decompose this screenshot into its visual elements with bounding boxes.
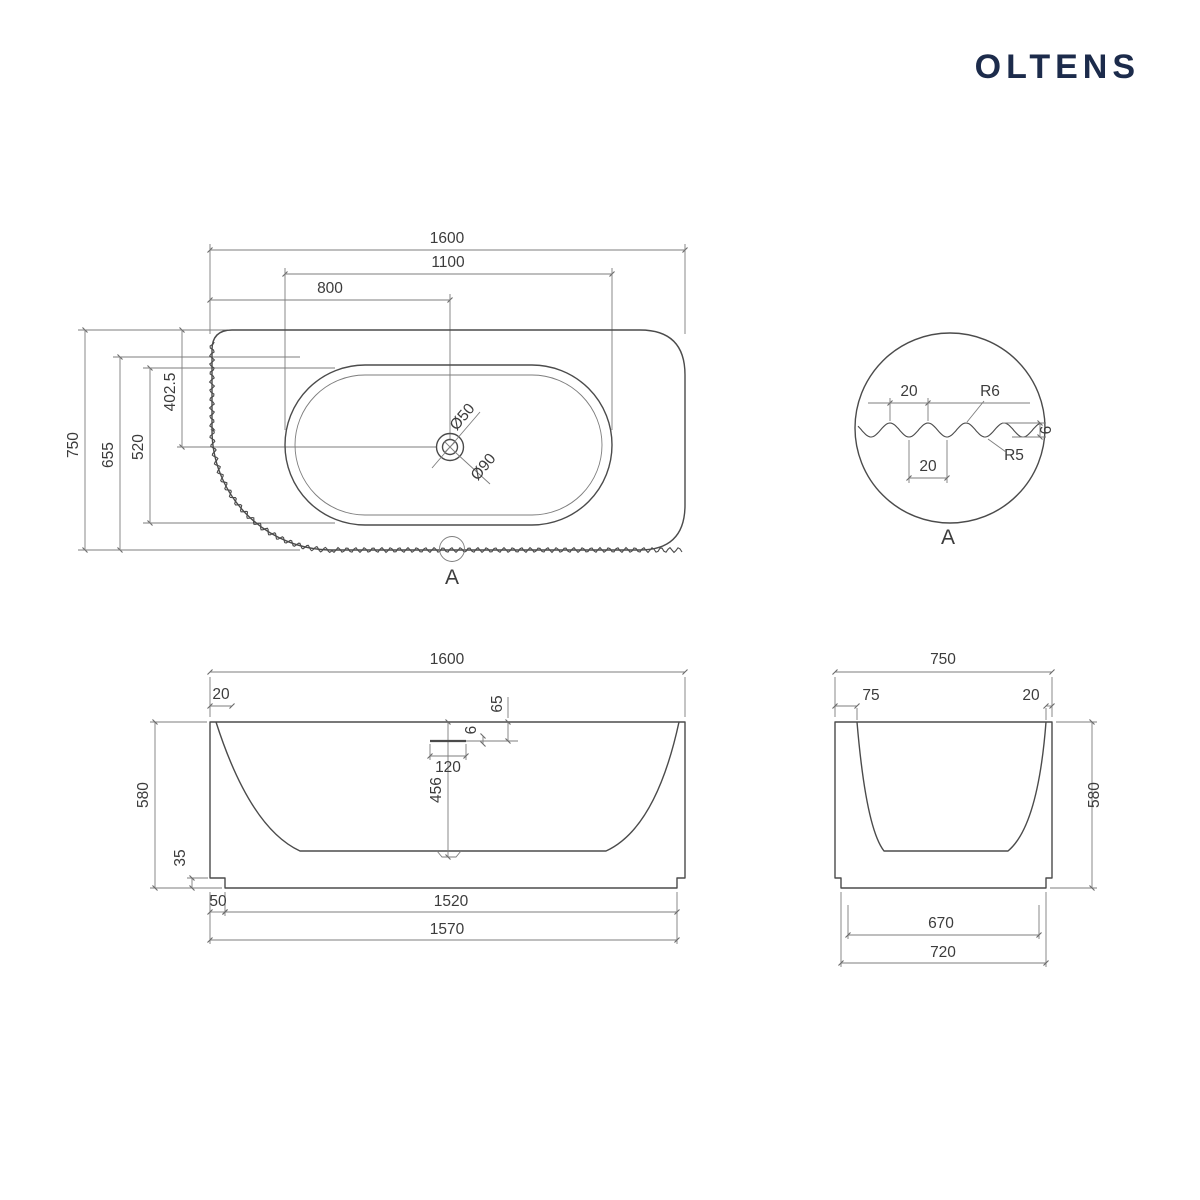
detail-dim-r6-label: R6 [980, 383, 1000, 400]
front-dim-50-label: 50 [209, 893, 227, 910]
front-dim-1600-label: 1600 [430, 651, 465, 668]
side-dim-75-label: 75 [862, 687, 879, 704]
front-dim-35-label: 35 [172, 849, 189, 866]
front-dim-456-label: 456 [428, 777, 445, 803]
detail-dim-depth-label: 6 [1038, 426, 1055, 435]
front-basin-profile [215, 721, 680, 852]
plan-dim-1100-label: 1100 [431, 254, 465, 271]
detail-dim-r5-label: R5 [1004, 447, 1024, 464]
front-view: 1600 20 456 120 6 65 580 35 50 [135, 651, 688, 944]
plan-dim-750-label: 750 [65, 432, 82, 458]
front-dim-20-label: 20 [212, 686, 230, 703]
detail-dim-pitch-top-label: 20 [900, 383, 918, 400]
drain-leader-line [454, 451, 491, 485]
leader-line-r5 [987, 438, 1007, 453]
side-view: 750 75 20 580 670 720 [832, 651, 1103, 967]
plan-dim-1600-label: 1600 [430, 230, 465, 247]
detail-dim-pitch-bottom-label: 20 [919, 458, 937, 475]
plan-dim-520-label: 520 [130, 434, 147, 460]
brand-logo: OLTENS [975, 48, 1140, 86]
detail-view-label: A [941, 526, 955, 549]
side-dim-720-label: 720 [930, 944, 956, 961]
side-dim-670-label: 670 [928, 915, 954, 932]
front-dim-1570-label: 1570 [430, 921, 465, 938]
side-basin-profile [856, 721, 1047, 852]
front-dim-1520-label: 1520 [434, 893, 469, 910]
plan-detail-marker-label: A [445, 566, 459, 589]
tub-basin-rim [284, 364, 613, 526]
plan-dim-drain-d50-label: Ø50 [447, 400, 479, 434]
front-tub-outline [209, 721, 686, 889]
front-dim-580-label: 580 [135, 782, 152, 808]
detail-wave [857, 422, 1042, 438]
plan-dim-800-label: 800 [317, 280, 343, 297]
plan-dim-655-label: 655 [100, 442, 117, 468]
detail-view: 20 R6 6 R5 20 A [854, 332, 1055, 549]
drain-inner-circle [441, 438, 459, 456]
side-dim-580-label: 580 [1086, 782, 1103, 808]
tub-basin-inner [294, 374, 603, 516]
plan-dim-drain-d90-label: Ø90 [468, 450, 500, 484]
plan-dim-402-5-label: 402.5 [162, 373, 179, 412]
front-dim-6-label: 6 [463, 726, 480, 735]
drain-leader-line [431, 411, 481, 469]
plan-view: 1600 1100 800 750 655 520 402.5 [65, 230, 688, 589]
plan-fluted-edge [208, 341, 683, 554]
side-tub-outline [834, 721, 1053, 889]
side-dim-20-label: 20 [1022, 687, 1040, 704]
front-dim-65-label: 65 [489, 695, 506, 712]
leader-line-r6 [966, 400, 985, 423]
detail-marker-circle [439, 536, 465, 562]
front-drain-recess [436, 850, 462, 858]
front-dim-120-label: 120 [435, 759, 461, 776]
side-dim-750-label: 750 [930, 651, 956, 668]
detail-circle [854, 332, 1046, 524]
drain-outer-circle [435, 432, 465, 462]
